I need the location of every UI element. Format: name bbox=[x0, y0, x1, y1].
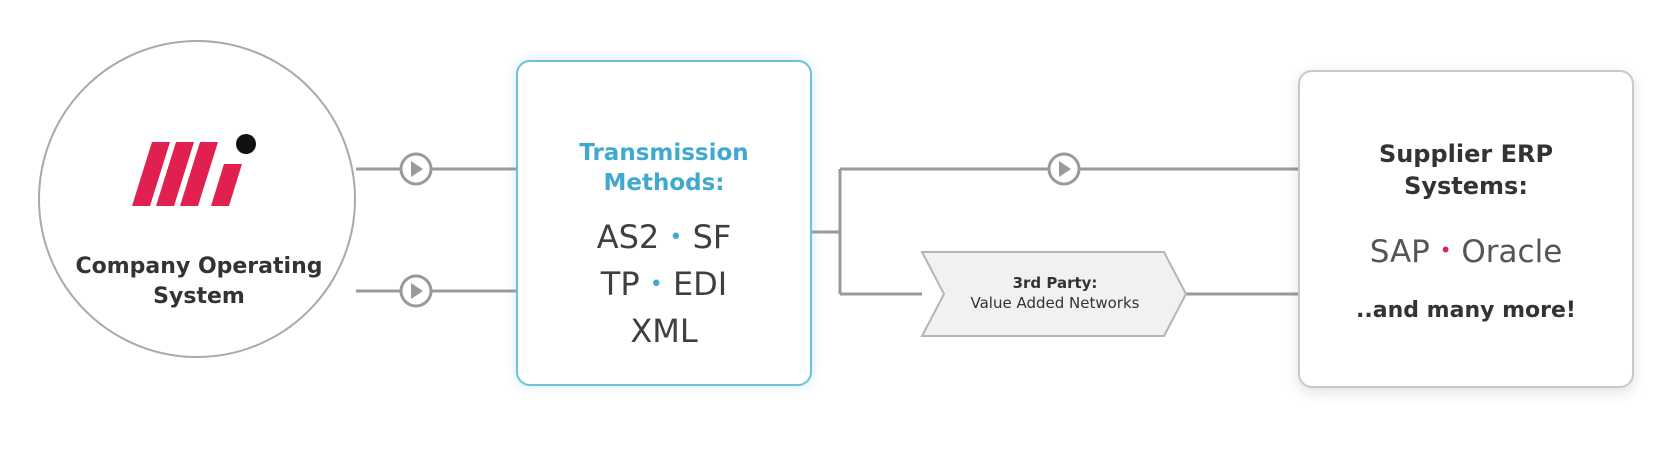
transmission-title-line2: Methods: bbox=[603, 170, 725, 196]
play-circle-icon bbox=[399, 152, 433, 186]
methods-row: AS2 • SF bbox=[518, 214, 810, 261]
company-circle: Company Operating System bbox=[38, 40, 356, 358]
transmission-methods-list: AS2 • SF TP • EDI XML bbox=[518, 214, 810, 354]
mi-logo-icon bbox=[132, 134, 256, 206]
method-tp: TP bbox=[600, 265, 640, 303]
van-label: 3rd Party: Value Added Networks bbox=[930, 273, 1180, 313]
erp-system-sap: SAP bbox=[1369, 234, 1430, 270]
van-chevron-shape bbox=[920, 251, 1188, 337]
play-circle-icon bbox=[399, 274, 433, 308]
method-edi: EDI bbox=[672, 265, 728, 303]
play-circle-icon bbox=[1047, 152, 1081, 186]
transmission-methods-box: Transmission Methods: AS2 • SF TP • EDI … bbox=[516, 60, 812, 386]
company-name: Company Operating System bbox=[75, 254, 323, 309]
separator-dot: • bbox=[649, 272, 663, 297]
erp-title: Supplier ERP Systems: bbox=[1300, 138, 1632, 202]
separator-dot: • bbox=[1439, 238, 1452, 262]
separator-dot: • bbox=[669, 225, 683, 250]
erp-system-oracle: Oracle bbox=[1461, 234, 1563, 270]
van-subtitle: Value Added Networks bbox=[970, 294, 1140, 312]
method-sf: SF bbox=[692, 218, 732, 256]
erp-more-text: ..and many more! bbox=[1356, 298, 1576, 323]
methods-row: TP • EDI bbox=[518, 261, 810, 308]
supplier-erp-box: Supplier ERP Systems: SAP • Oracle ..and… bbox=[1298, 70, 1634, 388]
van-title: 3rd Party: bbox=[1012, 274, 1098, 292]
methods-row: XML bbox=[518, 308, 810, 354]
erp-systems-list: SAP • Oracle bbox=[1300, 230, 1632, 272]
transmission-title: Transmission Methods: bbox=[518, 138, 810, 198]
erp-title-line1: Supplier ERP bbox=[1378, 140, 1554, 168]
transmission-title-line1: Transmission bbox=[579, 140, 749, 166]
method-as2: AS2 bbox=[596, 218, 660, 256]
erp-title-line2: Systems: bbox=[1404, 172, 1528, 200]
method-xml: XML bbox=[630, 312, 698, 350]
